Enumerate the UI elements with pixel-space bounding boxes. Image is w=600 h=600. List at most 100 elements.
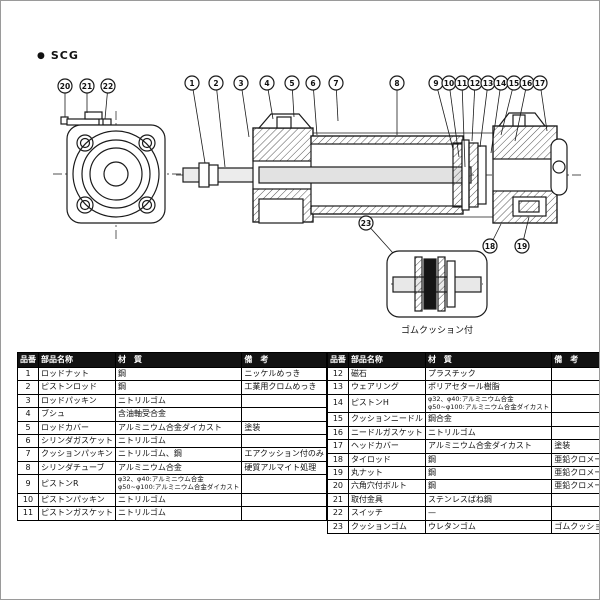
header-row: 品番部品名称材 質備 考 [17, 352, 327, 368]
cell-name: クッションパッキン [38, 447, 116, 462]
series-code: SCG [50, 49, 79, 62]
balloon-number: 11 [457, 79, 467, 88]
cell-material: — [424, 506, 553, 521]
cell-material: 鋼 [424, 452, 553, 467]
cell-name: クッションニードル [347, 412, 426, 427]
balloon-4: 4 [259, 75, 275, 120]
balloon-number: 19 [517, 242, 527, 251]
cell-no: 21 [326, 492, 349, 508]
detail-caption: ゴムクッション付 [401, 324, 473, 336]
cell-no: 12 [326, 366, 349, 382]
balloon-14: 14 [490, 75, 509, 154]
balloon-19: 19 [514, 216, 530, 254]
balloon-23: 23 [358, 215, 394, 254]
balloon-number: 20 [60, 82, 70, 91]
cell-material: アルミニウム合金ダイカスト [114, 420, 243, 435]
piston [452, 142, 463, 208]
cell-name: 磁石 [347, 366, 426, 382]
balloon-number: 23 [361, 219, 371, 228]
table-row: 23クッションゴムウレタンゴムゴムクッション付のみ [326, 519, 599, 534]
cell-name: ヘッドカバー [347, 439, 426, 454]
cell-remarks: 亜鉛クロメート処理 [551, 479, 599, 494]
cell-name: タイロッド [347, 452, 426, 467]
cell-no: 13 [326, 380, 349, 395]
cell-name: 丸ナット [347, 465, 426, 481]
balloon-number: 2 [213, 79, 218, 88]
piston-rod [182, 167, 262, 183]
cell-name: クッションゴム [347, 519, 426, 534]
balloon-number: 12 [470, 79, 480, 88]
cell-remarks: エアクッション付のみ [241, 447, 327, 462]
balloon-1: 1 [184, 75, 206, 164]
balloon-number: 13 [483, 79, 493, 88]
balloon-circle [328, 75, 344, 91]
balloon-number: 5 [289, 79, 294, 88]
cell-name: シリンダチューブ [38, 460, 116, 476]
balloon-number: 18 [485, 242, 495, 251]
material-line-1: φ32、φ40:アルミニウム合金 [427, 394, 514, 403]
cell-remarks [551, 393, 599, 414]
cell-name: シリンダガスケット [38, 433, 116, 449]
cell-name: 取付金具 [347, 492, 426, 508]
cell-material: ポリアセタール樹脂 [424, 380, 553, 395]
cell-remarks [241, 492, 327, 508]
bullet-icon: ● [37, 51, 46, 61]
balloon-3: 3 [233, 75, 250, 138]
cell-no: 8 [17, 460, 39, 476]
balloon-2: 2 [208, 75, 226, 168]
balloon-number: 17 [535, 79, 545, 88]
balloon-number: 21 [82, 82, 92, 91]
balloon-circle [259, 75, 275, 91]
cell-remarks [241, 474, 327, 494]
cell-remarks [551, 506, 599, 521]
cell-name: ピストンガスケット [38, 506, 116, 521]
balloon-22: 22 [100, 78, 116, 120]
cell-remarks: 亜鉛クロメート処理 [551, 452, 599, 467]
balloon-number: 22 [103, 82, 113, 91]
balloon-circle [79, 78, 95, 94]
column-header-name: 部品名称 [347, 352, 426, 368]
cell-material: ステンレスばね鋼 [424, 492, 553, 508]
cell-no: 7 [17, 447, 39, 462]
balloon-8: 8 [389, 75, 405, 135]
balloon-number: 3 [238, 79, 243, 88]
cell-remarks [241, 433, 327, 449]
cell-name: 六角穴付ボルト [347, 479, 426, 494]
section-view [176, 112, 581, 224]
table-row: 20六角穴付ボルト鋼亜鉛クロメート処理 [326, 479, 599, 494]
balloon-12: 12 [467, 75, 483, 142]
cell-no: 23 [326, 519, 349, 534]
cell-remarks [241, 506, 327, 521]
end-view [53, 111, 181, 239]
material-line-1: φ32、φ40:アルミニウム合金 [118, 475, 204, 484]
balloon-circle [184, 75, 200, 91]
cell-name: ニードルガスケット [347, 425, 426, 441]
cell-remarks [241, 407, 327, 422]
cell-name: ロッドカバー [38, 420, 116, 435]
cell-material: アルミニウム合金 [114, 460, 243, 476]
cell-no: 17 [326, 439, 349, 454]
cell-name: ピストンH [347, 393, 426, 414]
balloon-circle [482, 238, 498, 254]
cell-no: 11 [17, 506, 39, 521]
rod-nut [198, 162, 210, 188]
cell-material: 鋼合金 [424, 412, 553, 427]
balloon-circle [532, 75, 548, 91]
cell-name: ピストンR [38, 474, 116, 494]
balloon-circle [514, 238, 530, 254]
balloon-number: 4 [264, 79, 269, 88]
cell-material: 含油軸受合金 [114, 407, 243, 422]
